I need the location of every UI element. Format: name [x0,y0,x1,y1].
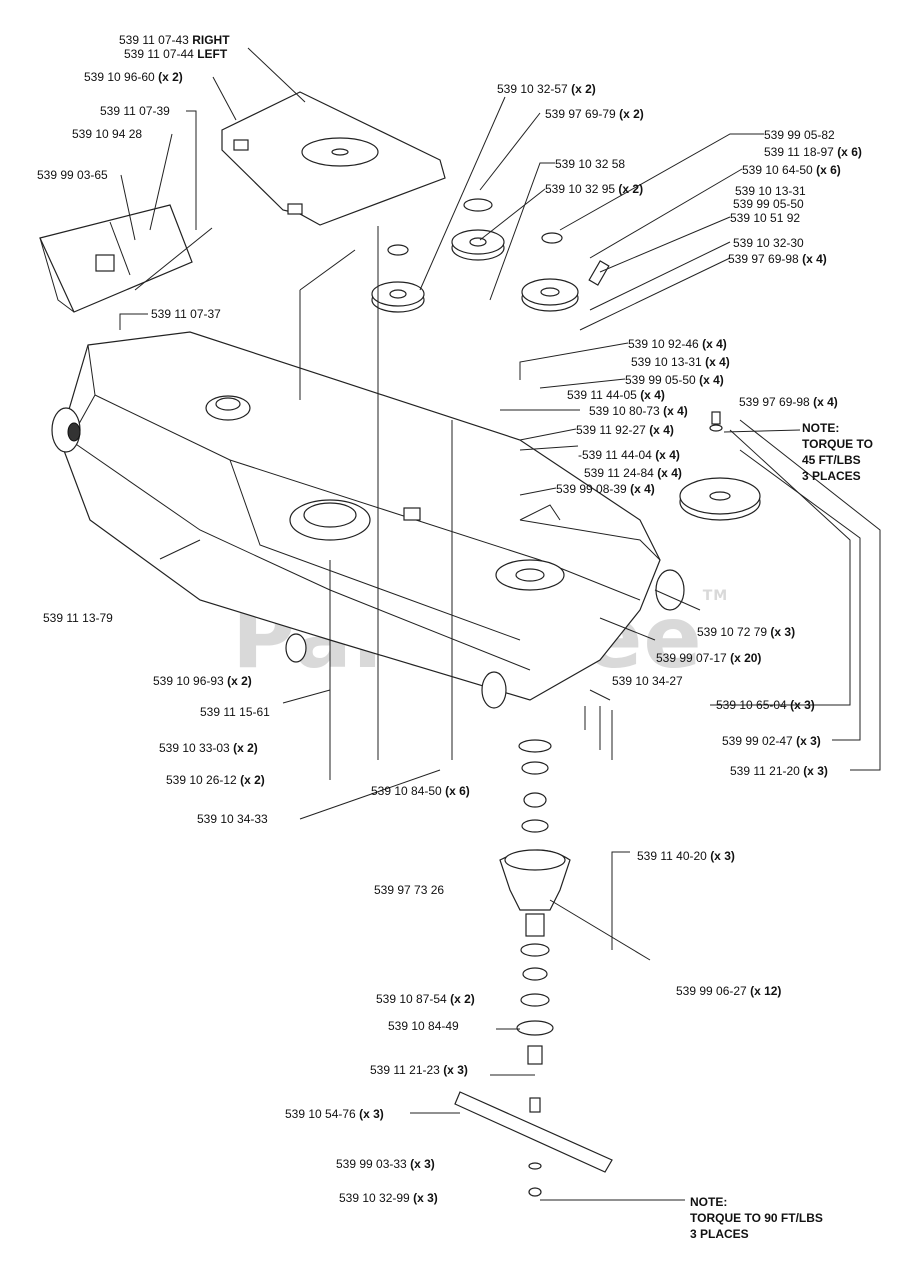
part-label-539108449: 539 10 84-49 [388,1019,459,1033]
part-label-539110737: 539 11 07-37 [151,307,221,321]
spindle-stack [454,739,613,1197]
part-label-539103230: 539 10 32-30 [733,236,804,250]
drive-pulleys [371,198,610,313]
part-label-539103258: 539 10 32 58 [555,157,626,171]
part-label-539103295: 539 10 32 95 (x 2) [545,182,644,196]
idler-pulley [679,411,761,521]
part-label-539119227: 539 11 92-27 (x 4) [576,423,674,437]
part-label-539105476: 539 10 54-76 (x 3) [285,1107,384,1121]
part-label-539106504: 539 10 65-04 (x 3) [716,698,815,712]
discharge-chute [39,204,213,313]
part-label-539990365: 539 99 03-65 [37,168,108,182]
part-label-539114404: -539 11 44-04 (x 4) [578,448,680,462]
part-label-539112484: 539 11 24-84 (x 4) [584,466,682,480]
part-label-539114405: 539 11 44-05 (x 4) [567,388,665,402]
deck-cover-plate [221,91,446,226]
part-label-539109246: 539 10 92-46 (x 4) [628,337,727,351]
part-label-539990839: 539 99 08-39 (x 4) [556,482,655,496]
part-label-539108073: 539 10 80-73 (x 4) [589,404,688,418]
part-label-539107279: 539 10 72 79 (x 3) [697,625,796,639]
part-label-539109693: 539 10 96-93 (x 2) [153,674,252,688]
part-label-539112123: 539 11 21-23 (x 3) [370,1063,468,1077]
part-label-539111897: 539 11 18-97 (x 6) [764,145,862,159]
part-label-539108754: 539 10 87-54 (x 2) [376,992,475,1006]
part-label-539112120: 539 11 21-20 (x 3) [730,764,828,778]
part-label-539105192: 539 10 51 92 [730,211,801,225]
part-label-539976998-top: 539 97 69-98 (x 4) [728,252,827,266]
part-label-539990550: 539 99 05-50 [733,197,804,211]
part-label-539103433: 539 10 34-33 [197,812,268,826]
part-label-539990550-x4: 539 99 05-50 (x 4) [625,373,724,387]
part-label-53911 0743: 539 11 07-43 RIGHT [119,33,230,47]
part-label-539108450: 539 10 84-50 (x 6) [371,784,470,798]
part-label-539990582: 539 99 05-82 [764,128,835,142]
part-label-539109428: 539 10 94 28 [72,127,143,141]
mower-deck [51,331,685,709]
part-label-539990247: 539 99 02-47 (x 3) [722,734,821,748]
part-label-539111379: 539 11 13-79 [43,611,113,625]
part-label-539977326: 539 97 73 26 [374,883,445,897]
part-label-539106450: 539 10 64-50 (x 6) [742,163,841,177]
part-label-539102612: 539 10 26-12 (x 2) [166,773,265,787]
part-label-539990627: 539 99 06-27 (x 12) [676,984,782,998]
part-label-539109660: 539 10 96-60 (x 2) [84,70,183,84]
part-label-539110744: 539 11 07-44 LEFT [124,47,228,61]
torque-note-45: NOTE: TORQUE TO 45 FT/LBS 3 PLACES [802,421,873,483]
part-label-539976979: 539 97 69-79 (x 2) [545,107,644,121]
part-label-539976998: 539 97 69-98 (x 4) [739,395,838,409]
leader-lines [119,47,881,1201]
part-label-539103303: 539 10 33-03 (x 2) [159,741,258,755]
part-label-539101331-x4: 539 10 13-31 (x 4) [631,355,730,369]
part-label-539111561: 539 11 15-61 [200,705,270,719]
part-label-539103299: 539 10 32-99 (x 3) [339,1191,438,1205]
part-label-539990333: 539 99 03-33 (x 3) [336,1157,435,1171]
part-label-539990717: 539 99 07-17 (x 20) [656,651,762,665]
part-label-539103427: 539 10 34-27 [612,674,683,688]
part-label-539103257: 539 10 32-57 (x 2) [497,82,596,96]
part-label-539101331: 539 10 13-31 [735,184,806,198]
part-label-539110739: 539 11 07-39 [100,104,170,118]
torque-note-90: NOTE: TORQUE TO 90 FT/LBS 3 PLACES [690,1195,823,1241]
part-label-539114020: 539 11 40-20 (x 3) [637,849,735,863]
